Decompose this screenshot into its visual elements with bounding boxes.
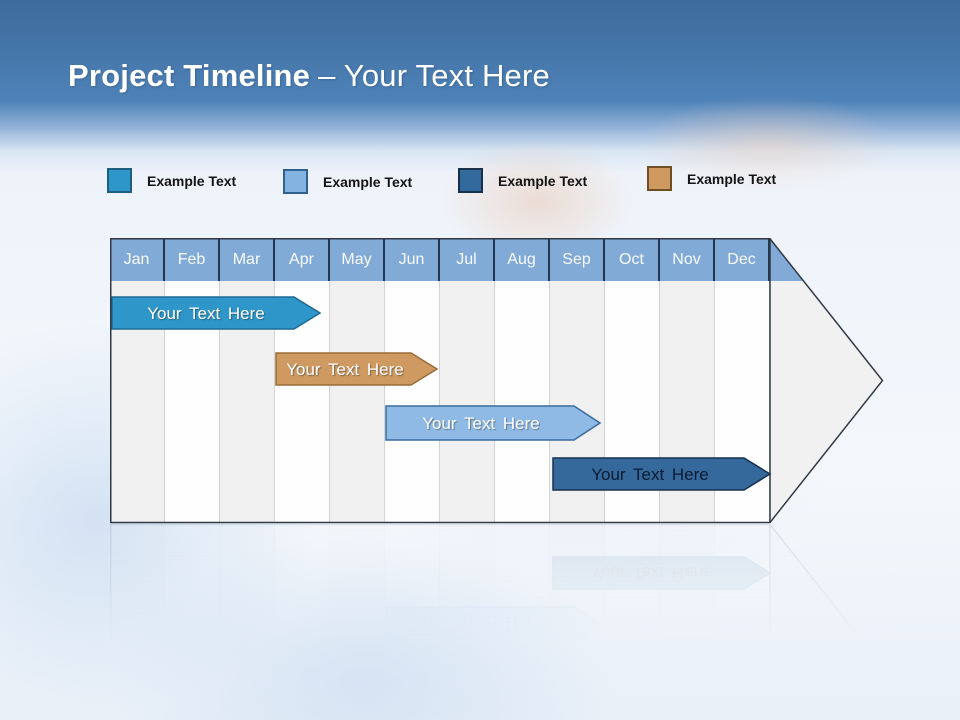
month-cell: Oct bbox=[605, 238, 660, 281]
legend-label: Example Text bbox=[147, 172, 237, 189]
month-cell: Nov bbox=[660, 238, 715, 281]
month-cell: Dec bbox=[715, 238, 770, 281]
timeline-bar-3: Your Text Here bbox=[385, 405, 602, 441]
timeline-bar-2: Your Text Here bbox=[275, 352, 439, 386]
month-cell: Jun bbox=[385, 238, 440, 281]
legend-item: Example Text bbox=[107, 168, 236, 193]
legend-label: Example Text bbox=[498, 172, 588, 189]
timeline-bar-4: Your Text Here bbox=[552, 457, 772, 491]
grid-column bbox=[440, 281, 495, 523]
bar-label: Your Text Here bbox=[286, 360, 404, 379]
month-cell: Aug bbox=[495, 238, 550, 281]
svg-text:Your Text Here: Your Text Here bbox=[422, 614, 540, 633]
month-cell: Jan bbox=[110, 238, 165, 281]
month-cell: Feb bbox=[165, 238, 220, 281]
bar-label: Your Text Here bbox=[422, 414, 540, 433]
month-cell: Apr bbox=[275, 238, 330, 281]
month-cell: May bbox=[330, 238, 385, 281]
grid-column bbox=[330, 281, 385, 523]
timeline-chart: Jan Feb Mar Apr May Jun Jul Aug Sep Oct … bbox=[110, 238, 884, 524]
grid-column bbox=[495, 281, 550, 523]
title-bold: Project Timeline bbox=[68, 58, 311, 93]
legend-label: Example Text bbox=[687, 170, 777, 187]
svg-text:Your Text Here: Your Text Here bbox=[591, 563, 709, 582]
month-cell: Sep bbox=[550, 238, 605, 281]
chart-reflection: Jan Feb Mar Apr May Jun Jul Aug Sep Oct … bbox=[110, 523, 884, 720]
grid-column bbox=[385, 281, 440, 523]
legend-swatch-tan bbox=[647, 166, 672, 191]
legend-item: Example Text bbox=[647, 166, 776, 191]
legend-label: Example Text bbox=[323, 173, 413, 190]
legend-item: Example Text bbox=[283, 169, 412, 194]
title-rest: – Your Text Here bbox=[318, 58, 550, 93]
bar-label: Your Text Here bbox=[147, 304, 265, 323]
page-title: Project Timeline– Your Text Here bbox=[68, 58, 550, 94]
month-cell: Jul bbox=[440, 238, 495, 281]
timeline-bar-1: Your Text Here bbox=[111, 296, 322, 330]
legend-item: Example Text bbox=[458, 168, 587, 193]
svg-text:Your Text Here: Your Text Here bbox=[286, 668, 404, 687]
legend-swatch-dark-blue bbox=[458, 168, 483, 193]
bar-label: Your Text Here bbox=[591, 465, 709, 484]
month-header: Jan Feb Mar Apr May Jun Jul Aug Sep Oct … bbox=[110, 238, 883, 281]
arrowhead-area bbox=[770, 281, 883, 523]
month-cell: Mar bbox=[220, 238, 275, 281]
legend-swatch-light-blue bbox=[283, 169, 308, 194]
legend-swatch-blue bbox=[107, 168, 132, 193]
